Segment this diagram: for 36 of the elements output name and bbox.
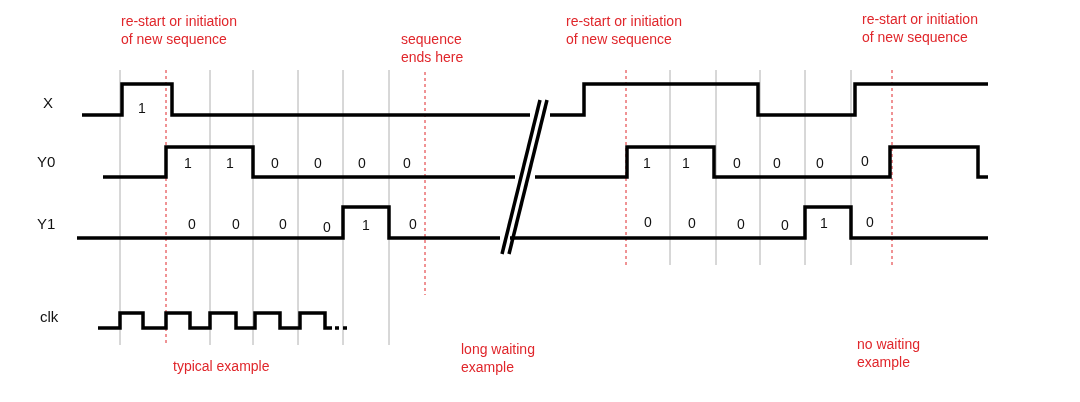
annotation-text: typical example <box>173 357 270 375</box>
bit-value: 0 <box>314 154 322 172</box>
bit-value: 0 <box>688 214 696 232</box>
bit-value: 0 <box>866 213 874 231</box>
bit-value: 0 <box>861 152 869 170</box>
bit-value: 0 <box>188 215 196 233</box>
bit-value: 1 <box>643 154 651 172</box>
bit-value: 1 <box>184 154 192 172</box>
bit-value: 0 <box>409 215 417 233</box>
signal-name: Y0 <box>37 153 56 171</box>
bit-value: 1 <box>820 214 828 232</box>
bit-value: 0 <box>232 215 240 233</box>
bit-value: 1 <box>682 154 690 172</box>
bit-value: 0 <box>323 218 331 236</box>
annotation-text: re-start or initiation of new sequence <box>566 12 683 48</box>
bit-value: 0 <box>271 154 279 172</box>
annotation-text: re-start or initiation of new sequence <box>121 12 238 48</box>
bit-value: 0 <box>781 216 789 234</box>
annotation-text: no waiting example <box>857 335 922 371</box>
annotation-text: sequence ends here <box>401 30 465 66</box>
signal-name: X <box>43 94 53 112</box>
bit-value: 0 <box>403 154 411 172</box>
bit-value: 1 <box>138 99 146 117</box>
bit-value: 0 <box>773 154 781 172</box>
annotation-text: long waiting example <box>461 340 536 376</box>
bit-value: 0 <box>733 154 741 172</box>
bit-value: 0 <box>816 154 824 172</box>
signal-name: clk <box>40 308 59 326</box>
bit-value: 1 <box>226 154 234 172</box>
bit-value: 0 <box>358 154 366 172</box>
annotation-text: re-start or initiation of new sequence <box>862 10 979 46</box>
bit-value: 1 <box>362 216 370 234</box>
bit-value: 0 <box>737 215 745 233</box>
signal-name: Y1 <box>37 215 56 233</box>
bit-value: 0 <box>644 213 652 231</box>
bit-value: 0 <box>279 215 287 233</box>
